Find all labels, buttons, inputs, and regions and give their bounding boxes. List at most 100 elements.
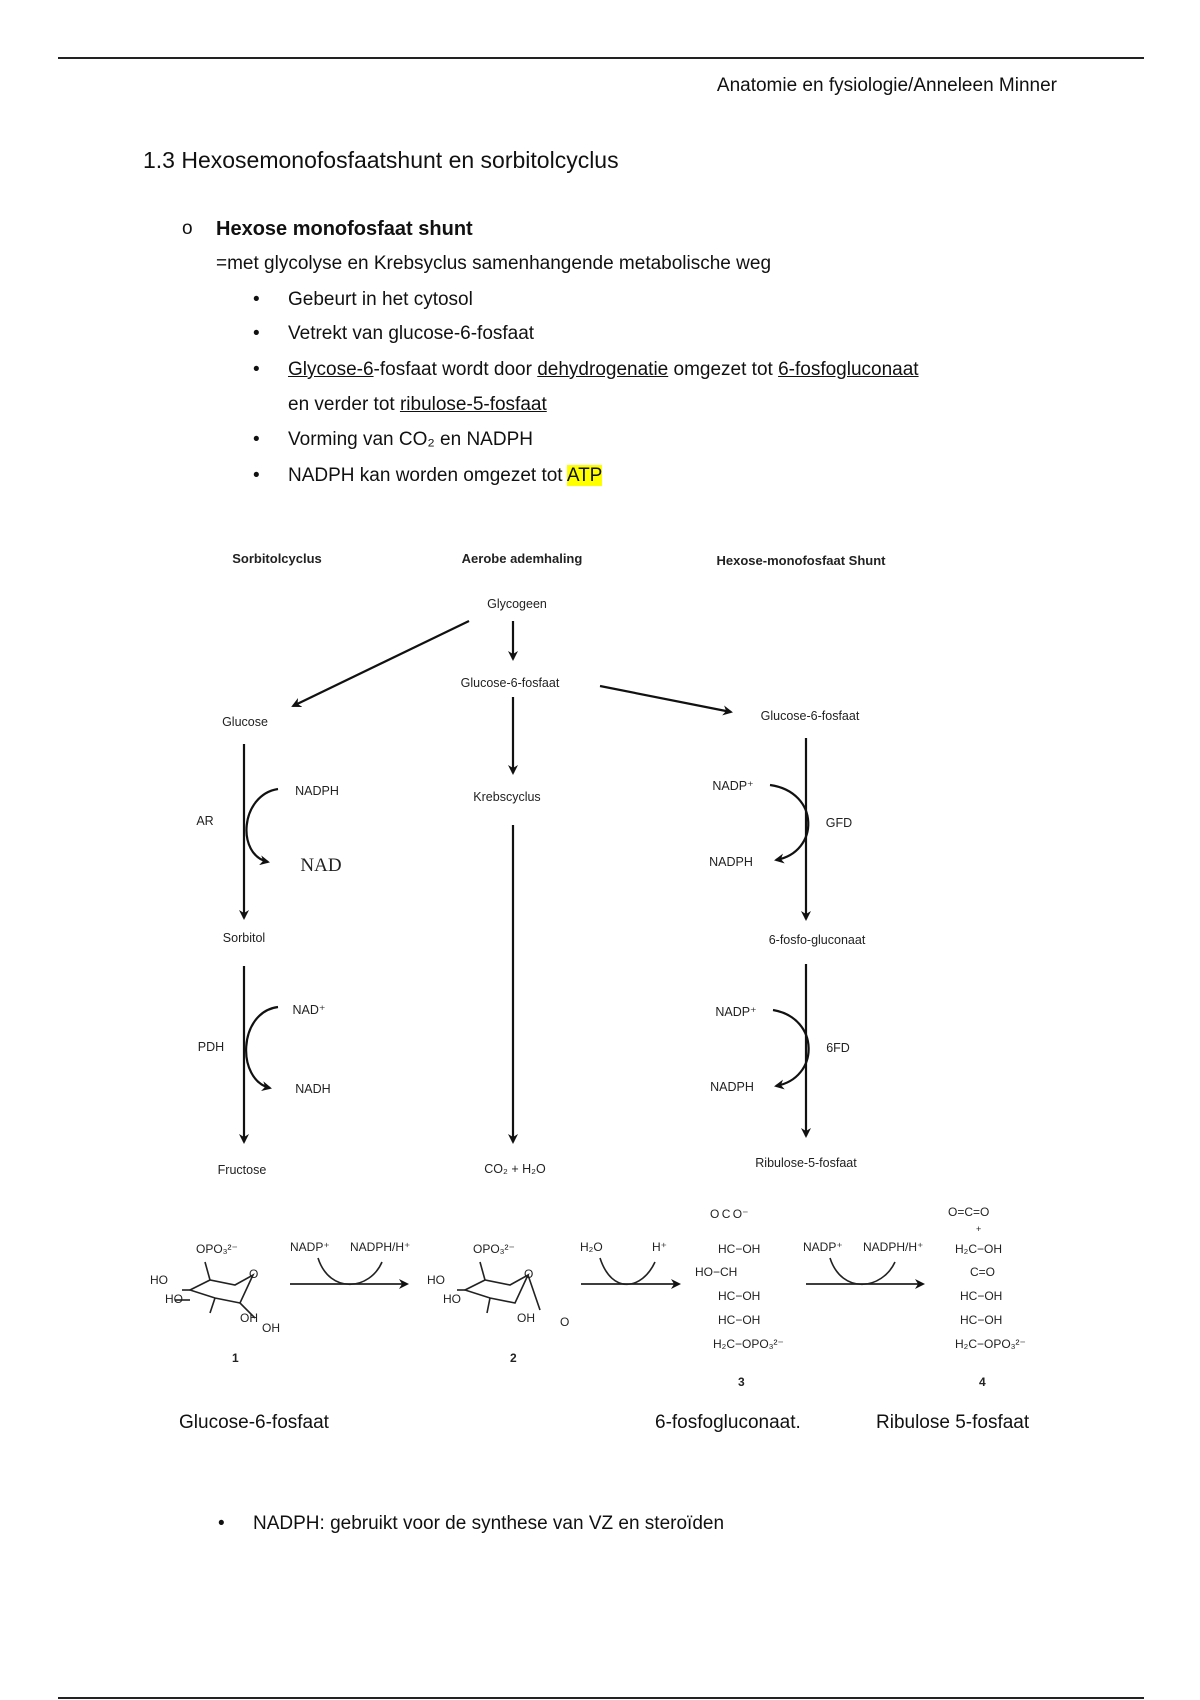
chem-label: HC−OH bbox=[960, 1289, 1002, 1303]
chem-label: HO−CH bbox=[695, 1265, 737, 1279]
column-header: Aerobe ademhaling bbox=[462, 551, 583, 566]
highlighted-term: ATP bbox=[566, 465, 603, 486]
lactone-ring bbox=[462, 1273, 530, 1304]
underlined-term: 6-fosfogluconaat bbox=[778, 359, 919, 380]
text: NADPH kan worden omgezet tot bbox=[288, 465, 567, 486]
arrow bbox=[291, 620, 470, 708]
underlined-term: ribulose-5-fosfaat bbox=[399, 394, 547, 415]
node-label: Ribulose-5-fosfaat bbox=[755, 1156, 857, 1170]
enzyme-label: PDH bbox=[198, 1040, 224, 1054]
chem-label: OH bbox=[262, 1321, 280, 1335]
chem-label: OH bbox=[240, 1311, 258, 1325]
node-label: Fructose bbox=[218, 1163, 267, 1177]
bullet-dot: • bbox=[253, 323, 260, 344]
chem-label: H₂C−OPO₃²⁻ bbox=[713, 1337, 784, 1351]
section-title: 1.3 Hexosemonofosfaatshunt en sorbitolcy… bbox=[143, 147, 619, 173]
node-label: Glycogeen bbox=[487, 597, 547, 611]
curved-arrow bbox=[772, 1008, 810, 1090]
cofactor-label: NADP⁺ bbox=[712, 779, 753, 793]
chem-label: NADP⁺ bbox=[290, 1240, 330, 1254]
curved-arrow bbox=[245, 1005, 279, 1092]
chem-label: H⁺ bbox=[652, 1240, 667, 1254]
bullet-dot: • bbox=[253, 465, 260, 486]
node-label: Glucose-6-fosfaat bbox=[461, 676, 560, 690]
chem-label: NADPH/H⁺ bbox=[350, 1240, 410, 1254]
chem-label: HC−OH bbox=[960, 1313, 1002, 1327]
text: -fosfaat wordt door bbox=[373, 359, 538, 380]
node-label: Glucose-6-fosfaat bbox=[761, 709, 860, 723]
bullet-dot: • bbox=[253, 289, 260, 310]
chem-label: NADP⁺ bbox=[803, 1240, 843, 1254]
chem-label: + bbox=[976, 1224, 981, 1234]
chem-label: HC−OH bbox=[718, 1313, 760, 1327]
chem-label: HO bbox=[165, 1292, 183, 1306]
glucose-ring bbox=[187, 1273, 255, 1304]
bullet-item: Glycose-6-fosfaat wordt door dehydrogena… bbox=[288, 359, 919, 381]
cofactor-label: NADPH bbox=[709, 855, 753, 869]
text: omgezet tot bbox=[668, 359, 779, 380]
chem-label: OPO₃²⁻ bbox=[196, 1242, 238, 1256]
node-label: CO₂ + H₂O bbox=[484, 1162, 546, 1176]
caption-ribulose-5-fosfaat: Ribulose 5-fosfaat bbox=[876, 1412, 1030, 1433]
chem-label: HO bbox=[427, 1273, 445, 1287]
text: en verder tot bbox=[288, 394, 400, 415]
chem-label: HO bbox=[150, 1273, 168, 1287]
bullet-item: Gebeurt in het cytosol bbox=[288, 289, 473, 310]
cofactor-label: NAD bbox=[300, 855, 341, 876]
compound-number: 3 bbox=[738, 1375, 745, 1389]
cofactor-label: NAD⁺ bbox=[293, 1003, 326, 1017]
caption-6-fosfogluconaat: 6-fosfogluconaat. bbox=[655, 1412, 801, 1433]
chem-label: OPO₃²⁻ bbox=[473, 1242, 515, 1256]
bullet-dot: • bbox=[218, 1513, 225, 1534]
cofactor-label: NADH bbox=[295, 1082, 330, 1096]
chem-label: O bbox=[249, 1267, 258, 1281]
chem-label: H₂O bbox=[580, 1240, 603, 1254]
bullet-dot: • bbox=[253, 359, 260, 380]
cofactor-label: NADP⁺ bbox=[715, 1005, 756, 1019]
column-header: Sorbitolcyclus bbox=[232, 551, 322, 566]
chem-label: O bbox=[524, 1267, 533, 1281]
compound-number: 2 bbox=[510, 1351, 517, 1365]
topic-bullet: o bbox=[182, 218, 193, 239]
chem-label: O C O⁻ bbox=[710, 1207, 748, 1221]
chem-label: HO bbox=[443, 1292, 461, 1306]
compound-number: 4 bbox=[979, 1375, 986, 1389]
curved-arrow bbox=[769, 783, 810, 864]
node-label: Glucose bbox=[222, 715, 268, 729]
topic-definition: =met glycolyse en Krebsyclus samenhangen… bbox=[216, 253, 772, 274]
curved-arrow bbox=[245, 787, 279, 866]
bullet-item: Vorming van CO₂ en NADPH bbox=[288, 429, 533, 450]
chem-label: NADPH/H⁺ bbox=[863, 1240, 923, 1254]
node-label: Sorbitol bbox=[223, 931, 265, 945]
arrow bbox=[599, 684, 733, 716]
chem-label: H₂C−OH bbox=[955, 1242, 1002, 1256]
chem-label: OH bbox=[517, 1311, 535, 1325]
underlined-term: Glycose-6 bbox=[288, 359, 374, 380]
node-label: 6-fosfo-gluconaat bbox=[769, 933, 866, 947]
chem-label: O=C=O bbox=[948, 1205, 989, 1219]
chem-label: HC−OH bbox=[718, 1289, 760, 1303]
bullet-dot: • bbox=[253, 429, 260, 450]
chem-label: O bbox=[560, 1315, 569, 1329]
compound-number: 1 bbox=[232, 1351, 239, 1365]
bullet-item: NADPH: gebruikt voor de synthese van VZ … bbox=[253, 1513, 725, 1534]
chem-label: HC−OH bbox=[718, 1242, 760, 1256]
chem-label: C=O bbox=[970, 1265, 995, 1279]
caption-glucose-6-fosfaat: Glucose-6-fosfaat bbox=[179, 1412, 329, 1433]
cofactor-label: NADPH bbox=[295, 784, 339, 798]
enzyme-label: 6FD bbox=[826, 1041, 850, 1055]
node-label: Krebscyclus bbox=[473, 790, 540, 804]
chem-label: H₂C−OPO₃²⁻ bbox=[955, 1337, 1026, 1351]
bullet-item: NADPH kan worden omgezet tot ATP bbox=[288, 465, 603, 487]
page-header: Anatomie en fysiologie/Anneleen Minner bbox=[716, 75, 1057, 96]
topic-title: Hexose monofosfaat shunt bbox=[216, 218, 473, 240]
header-rule bbox=[58, 57, 1144, 59]
cofactor-label: NADPH bbox=[710, 1080, 754, 1094]
footer-rule bbox=[58, 1697, 1144, 1699]
column-header: Hexose-monofosfaat Shunt bbox=[716, 553, 886, 568]
enzyme-label: GFD bbox=[826, 816, 852, 830]
underlined-term: dehydrogenatie bbox=[537, 359, 669, 380]
enzyme-label: AR bbox=[196, 814, 213, 828]
